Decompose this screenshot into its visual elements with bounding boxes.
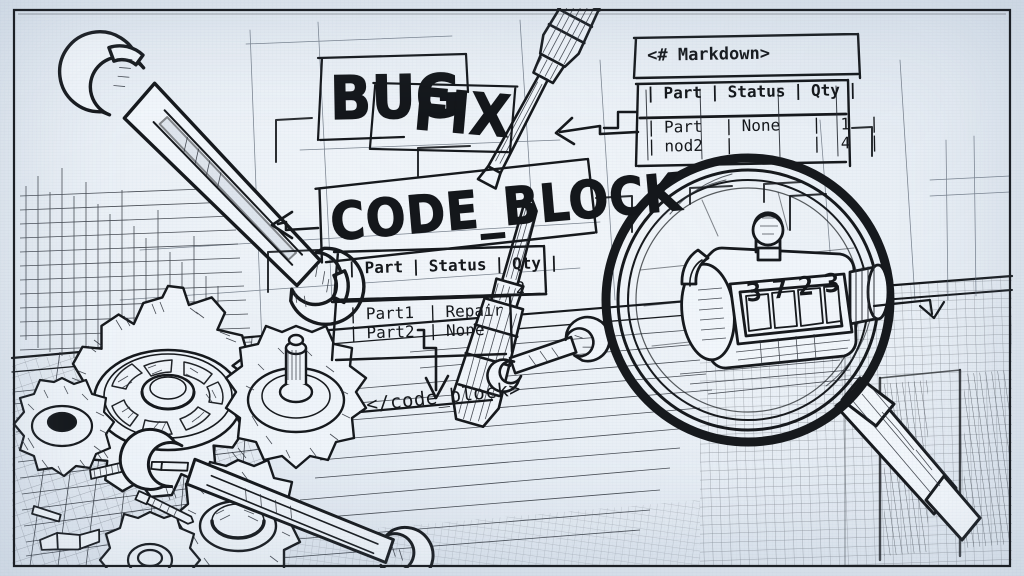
arrow-to-code-block <box>554 116 640 146</box>
markdown-callout-frame <box>632 32 862 168</box>
arrow-from-markdown-to-table <box>602 110 638 130</box>
arrow-down-to-closing-tag <box>416 328 450 400</box>
code-block-box <box>314 157 598 264</box>
arrow-to-wrench <box>270 210 320 240</box>
gear-right <box>224 324 368 470</box>
markdown-col-rules <box>645 85 839 161</box>
parts-table-frame <box>330 244 548 362</box>
fix-box <box>368 81 519 156</box>
closing-tag-rule <box>358 398 494 414</box>
screws-and-bolts <box>31 460 195 551</box>
right-grid <box>929 135 1011 301</box>
gear-small <box>12 376 116 478</box>
sketch-brackets <box>267 117 873 293</box>
gear-small-2 <box>98 510 202 568</box>
arrow-under-bench <box>872 298 946 320</box>
